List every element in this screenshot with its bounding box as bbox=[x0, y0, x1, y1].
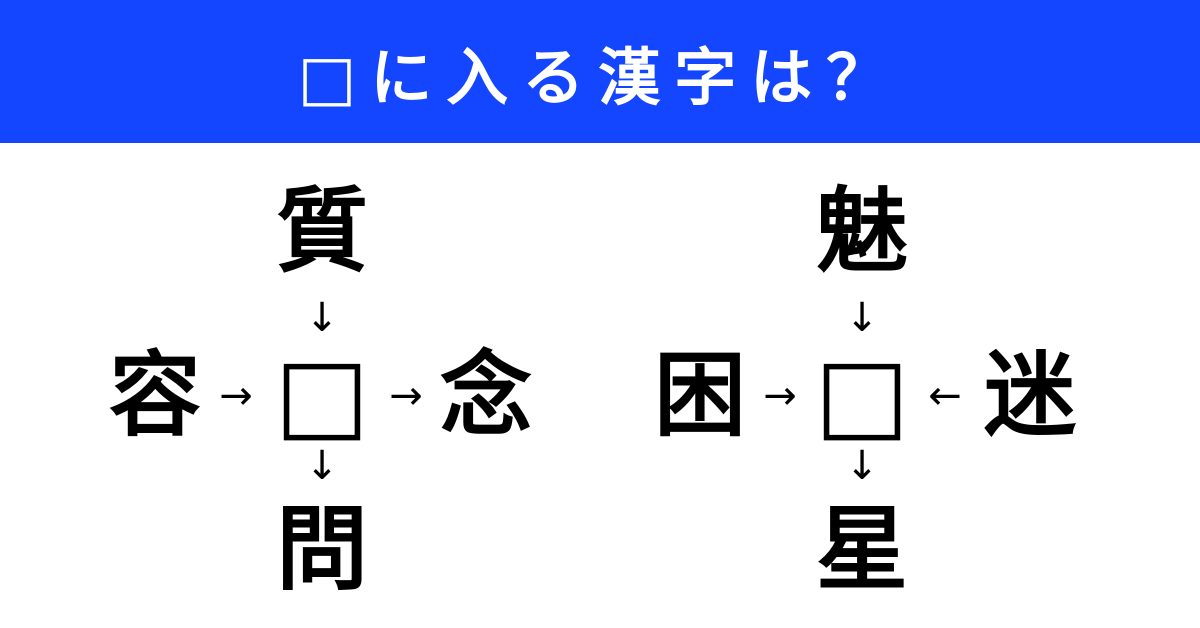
top-kanji: 魅 bbox=[815, 178, 909, 285]
arrow-down-icon: ↓ bbox=[845, 443, 879, 489]
arrow-down-icon: ↓ bbox=[305, 295, 339, 341]
right-kanji: 念 bbox=[439, 342, 533, 449]
bottom-kanji: 問 bbox=[275, 496, 369, 603]
bottom-kanji: 星 bbox=[815, 496, 909, 603]
arrow-right-icon: → bbox=[389, 373, 423, 419]
left-kanji: 困 bbox=[653, 342, 747, 449]
page-title: □に入る漢字は？ bbox=[297, 40, 903, 114]
right-kanji: 迷 bbox=[983, 342, 1077, 449]
blank-box: □ bbox=[814, 335, 910, 452]
arrow-down-icon: ↓ bbox=[305, 443, 339, 489]
arrow-right-icon: → bbox=[219, 373, 253, 419]
title-banner: □に入る漢字は？ bbox=[0, 0, 1200, 143]
arrow-down-icon: ↓ bbox=[845, 295, 879, 341]
top-kanji: 質 bbox=[275, 178, 369, 285]
blank-box: □ bbox=[274, 335, 370, 452]
arrow-left-icon: ← bbox=[928, 373, 962, 419]
left-kanji: 容 bbox=[108, 342, 202, 449]
arrow-right-icon: → bbox=[763, 373, 797, 419]
